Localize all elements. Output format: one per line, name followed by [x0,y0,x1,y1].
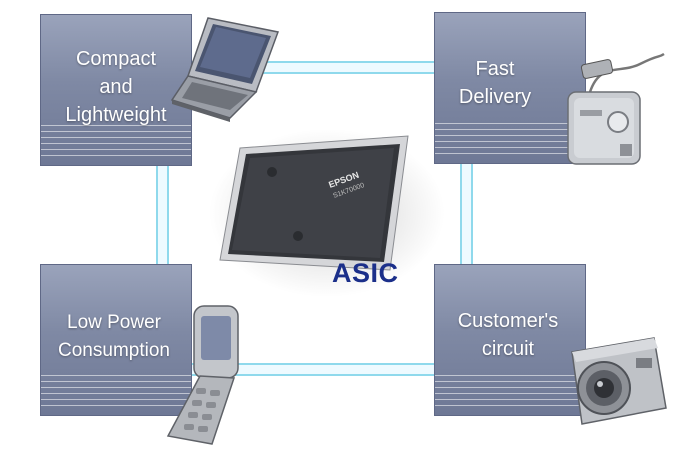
feature-box-fast-delivery: Fast Delivery [434,12,586,164]
connector-left [156,164,169,266]
asic-chip-icon: EPSON S1K70000 [219,135,409,271]
feature-box-low-power: Low Power Consumption [40,264,192,416]
asic-label: ASIC [332,258,399,288]
feature-box-customer-circuit: Customer's circuit [434,264,586,416]
feature-label-customer-circuit: Customer's circuit [457,310,559,360]
connector-right [460,164,473,266]
feature-box-compact: Compact and Lightweight [40,14,192,166]
flip-phone-icon [166,305,239,445]
connector-bottom [190,363,438,376]
power-adapter-icon [567,52,665,165]
feature-label-low-power: Low Power Consumption [58,312,170,361]
feature-label-compact: Compact and Lightweight [65,48,167,126]
digital-camera-icon [571,337,667,425]
laptop-icon [170,17,280,122]
feature-label-fast-delivery: Fast Delivery [458,58,532,108]
